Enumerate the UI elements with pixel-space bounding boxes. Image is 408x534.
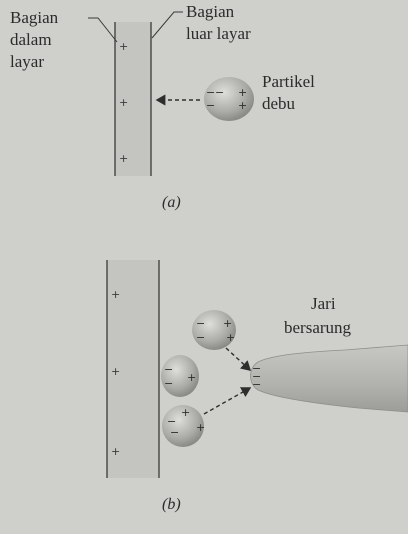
screen-charge: + [119, 40, 128, 53]
dust-particle: − + − + [192, 310, 236, 350]
screen-charge: + [111, 365, 120, 378]
attraction-arrow [203, 387, 252, 415]
label-outer-screen-line2: luar layar [186, 24, 251, 43]
svg-text:−: − [252, 378, 261, 391]
screen-charge: + [119, 152, 128, 165]
svg-text:+: + [226, 331, 235, 344]
label-dust-particle-line1: Partikel [262, 72, 315, 91]
svg-text:−: − [252, 370, 261, 383]
label-finger-line1: Jari [311, 294, 336, 313]
leader-line-outer [151, 11, 183, 39]
svg-text:−: − [252, 362, 261, 375]
attraction-arrow [225, 347, 252, 371]
label-outer-screen-line1: Bagian [186, 2, 235, 21]
caption-a: (a) [162, 194, 181, 211]
svg-text:+: + [196, 421, 205, 434]
label-inner-screen-line3: layar [10, 52, 44, 71]
label-finger-line2: bersarung [284, 318, 352, 337]
svg-text:−: − [215, 86, 224, 99]
svg-text:−: − [206, 86, 215, 99]
screen-b-charges: + + + [111, 288, 120, 458]
dust-particle: − − + − + [204, 77, 254, 121]
svg-text:−: − [196, 317, 205, 330]
svg-text:−: − [196, 331, 205, 344]
screen-a-charges: + + + [119, 40, 128, 165]
caption-b: (b) [162, 496, 181, 513]
screen-a [114, 22, 152, 176]
label-inner-screen-line2: dalam [10, 30, 52, 49]
screen-charge: + [111, 288, 120, 301]
svg-text:−: − [164, 377, 173, 390]
screen-charge: + [111, 445, 120, 458]
screen-charge: + [119, 96, 128, 109]
leader-line-inner [88, 17, 118, 43]
dust-particle: − + − + [162, 405, 205, 447]
svg-text:−: − [170, 426, 179, 439]
label-dust-particle-line2: debu [262, 94, 296, 113]
svg-text:−: − [167, 415, 176, 428]
svg-text:+: + [238, 99, 247, 112]
svg-text:−: − [164, 363, 173, 376]
label-inner-screen-line1: Bagian [10, 8, 59, 27]
dust-particle: − − + [161, 355, 199, 397]
svg-text:−: − [206, 99, 215, 112]
svg-text:+: + [181, 406, 190, 419]
svg-text:+: + [187, 371, 196, 384]
gloved-finger: − − − [250, 344, 408, 413]
svg-text:+: + [223, 317, 232, 330]
screen-b [106, 260, 160, 478]
svg-text:+: + [238, 86, 247, 99]
